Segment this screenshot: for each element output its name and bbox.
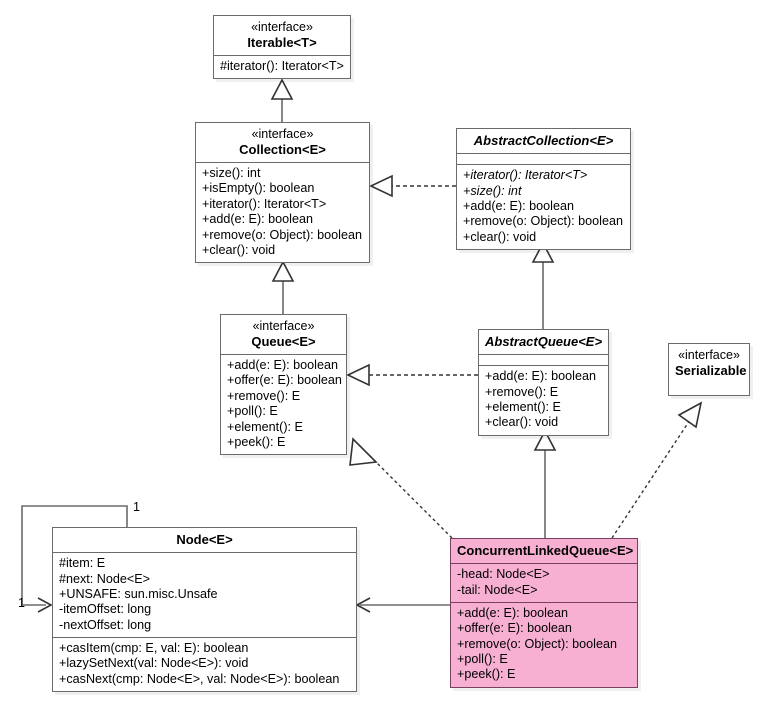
class-stereotype-serializable: «interface» <box>678 348 740 362</box>
class-box-node[interactable]: Node<E> #item: E #next: Node<E> +UNSAFE:… <box>52 527 357 693</box>
class-member: +peek(): E <box>457 667 516 682</box>
multiplicity-label-node-self-top: 1 <box>133 500 141 514</box>
class-member: +lazySetNext(val: Node<E>): void <box>59 656 249 671</box>
edge-abstractcollection-to-collection <box>369 174 456 198</box>
class-stereotype-collection: «interface» <box>251 127 314 141</box>
class-member: +casItem(cmp: E, val: E): boolean <box>59 641 249 656</box>
class-box-concurrentlinkedqueue[interactable]: ConcurrentLinkedQueue<E> -head: Node<E> … <box>450 538 638 688</box>
edge-collection-to-iterable <box>270 78 294 122</box>
class-header-node: Node<E> <box>53 528 356 554</box>
class-member: +offer(e: E): boolean <box>227 373 342 388</box>
class-attributes-concurrentlinkedqueue: -head: Node<E> -tail: Node<E> <box>451 564 637 604</box>
class-member: #item: E <box>59 556 106 571</box>
edge-queue-to-collection <box>271 260 295 314</box>
edge-clq-to-serializable <box>611 401 703 539</box>
class-attributes-abstractqueue <box>479 355 608 367</box>
class-name-collection: Collection<E> <box>239 141 326 157</box>
class-member: +isEmpty(): boolean <box>202 181 315 196</box>
class-member: +casNext(cmp: Node<E>, val: Node<E>): bo… <box>59 671 340 686</box>
class-methods-node: +casItem(cmp: E, val: E): boolean +lazyS… <box>53 638 356 691</box>
class-header-collection: «interface» Collection<E> <box>196 123 369 164</box>
class-member: +remove(): E <box>227 388 301 403</box>
class-methods-collection: +size(): int +isEmpty(): boolean +iterat… <box>196 163 369 262</box>
class-methods-queue: +add(e: E): boolean +offer(e: E): boolea… <box>221 355 346 454</box>
class-methods-concurrentlinkedqueue: +add(e: E): boolean +offer(e: E): boolea… <box>451 603 637 687</box>
class-methods-abstractqueue: +add(e: E): boolean +remove(): E +elemen… <box>479 366 608 434</box>
class-member: +clear(): void <box>463 229 537 244</box>
class-member: +remove(o: Object): boolean <box>463 214 623 229</box>
class-name-serializable: Serializable <box>675 362 747 378</box>
class-member: -itemOffset: long <box>59 602 152 617</box>
class-member: +size(): int <box>463 183 522 198</box>
class-attributes-abstractcollection <box>457 154 630 166</box>
class-header-abstractqueue: AbstractQueue<E> <box>479 330 608 356</box>
class-name-concurrentlinkedqueue: ConcurrentLinkedQueue<E> <box>457 543 634 558</box>
class-member: +element(): E <box>227 419 303 434</box>
class-header-queue: «interface» Queue<E> <box>221 315 346 356</box>
class-box-serializable[interactable]: «interface» Serializable <box>668 343 750 396</box>
class-member: +iterator(): Iterator<T> <box>202 196 327 211</box>
class-member: +offer(e: E): boolean <box>457 621 572 636</box>
class-header-serializable: «interface» Serializable <box>669 344 749 383</box>
class-member: -head: Node<E> <box>457 567 550 582</box>
class-name-queue: Queue<E> <box>251 333 316 349</box>
class-member: +add(e: E): boolean <box>463 199 574 214</box>
class-name-abstractcollection: AbstractCollection<E> <box>473 133 614 148</box>
class-stereotype-iterable: «interface» <box>251 20 313 34</box>
class-member: +add(e: E): boolean <box>485 369 596 384</box>
edge-clq-to-queue <box>349 437 453 539</box>
class-member: +remove(): E <box>485 384 559 399</box>
class-header-abstractcollection: AbstractCollection<E> <box>457 129 630 155</box>
class-name-iterable: Iterable<T> <box>247 34 317 50</box>
class-member: -nextOffset: long <box>59 617 152 632</box>
class-name-node: Node<E> <box>176 532 233 547</box>
class-member: -tail: Node<E> <box>457 582 538 597</box>
class-member: +poll(): E <box>227 404 278 419</box>
class-member: #iterator(): Iterator<T> <box>220 59 344 74</box>
class-member: +peek(): E <box>227 434 286 449</box>
class-member: +remove(o: Object): boolean <box>202 227 362 242</box>
class-member: +poll(): E <box>457 652 508 667</box>
class-member: +add(e: E): boolean <box>202 212 313 227</box>
class-member: +element(): E <box>485 400 561 415</box>
class-box-iterable[interactable]: «interface» Iterable<T> #iterator(): Ite… <box>213 15 351 80</box>
class-member: +clear(): void <box>485 415 559 430</box>
edge-clq-to-abstractqueue <box>533 429 557 538</box>
multiplicity-label-node-self-bottom: 1 <box>18 596 26 610</box>
class-name-abstractqueue: AbstractQueue<E> <box>485 334 603 349</box>
class-methods-abstractcollection: +iterator(): Iterator<T> +size(): int +a… <box>457 165 630 249</box>
class-attributes-node: #item: E #next: Node<E> +UNSAFE: sun.mis… <box>53 553 356 639</box>
class-box-collection[interactable]: «interface» Collection<E> +size(): int +… <box>195 122 370 264</box>
class-member: #next: Node<E> <box>59 571 151 586</box>
class-member: +iterator(): Iterator<T> <box>463 168 588 183</box>
class-member: +size(): int <box>202 166 261 181</box>
edge-clq-to-node <box>355 597 450 613</box>
class-methods-iterable: #iterator(): Iterator<T> <box>214 56 350 78</box>
class-member: +UNSAFE: sun.misc.Unsafe <box>59 587 218 602</box>
class-member: +remove(o: Object): boolean <box>457 636 617 651</box>
class-member: +add(e: E): boolean <box>457 606 568 621</box>
edge-abstractqueue-to-abstractcollection <box>531 241 555 329</box>
class-header-iterable: «interface» Iterable<T> <box>214 16 350 57</box>
class-stereotype-queue: «interface» <box>252 319 315 333</box>
class-member: +add(e: E): boolean <box>227 358 338 373</box>
edge-abstractqueue-to-queue <box>346 363 478 387</box>
class-box-abstractqueue[interactable]: AbstractQueue<E> +add(e: E): boolean +re… <box>478 329 609 436</box>
class-box-abstractcollection[interactable]: AbstractCollection<E> +iterator(): Itera… <box>456 128 631 251</box>
class-header-concurrentlinkedqueue: ConcurrentLinkedQueue<E> <box>451 539 637 565</box>
class-member: +clear(): void <box>202 242 276 257</box>
class-box-queue[interactable]: «interface» Queue<E> +add(e: E): boolean… <box>220 314 347 456</box>
